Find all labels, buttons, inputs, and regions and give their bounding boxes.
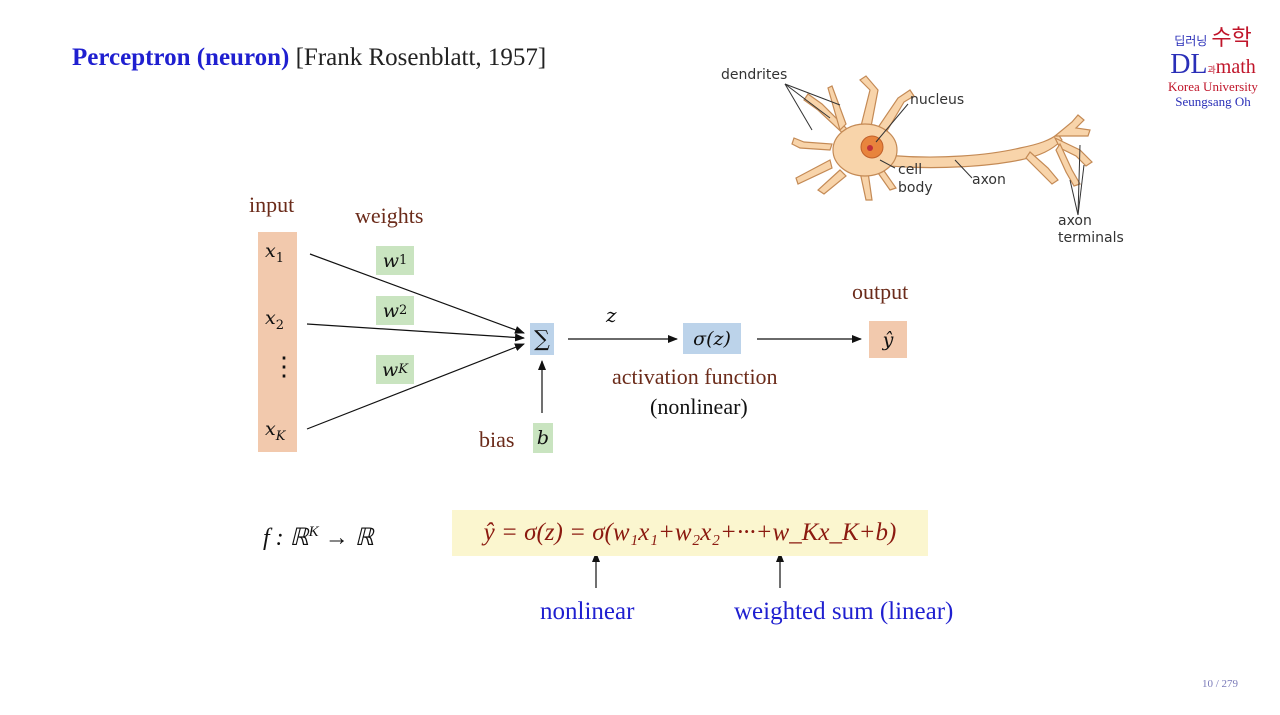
axon-terminals-label-line2: terminals	[1058, 230, 1124, 246]
nonlinear-annotation: nonlinear	[540, 598, 635, 625]
axon-label: axon	[972, 172, 1006, 188]
page-number: 10 / 279	[1202, 678, 1239, 690]
logo-university: Korea University	[1168, 79, 1258, 94]
slide-title: Perceptron (neuron) [Frank Rosenblatt, 1…	[72, 44, 546, 72]
weights-label: weights	[355, 203, 424, 228]
input-x2: x2	[265, 307, 284, 333]
arrow-x1-sum	[309, 253, 525, 334]
neuron-pointer-lines	[784, 83, 1085, 216]
logo-math: math	[1215, 56, 1256, 78]
mapping-formula: f : ℝK → ℝ	[263, 524, 374, 551]
input-x1: x1	[265, 240, 284, 266]
bias-node: b	[533, 423, 553, 453]
logo-korean-math: 수학	[1211, 25, 1252, 50]
body-label: body	[898, 180, 933, 196]
dendrites-label: dendrites	[721, 67, 788, 83]
title-reference: [Frank Rosenblatt, 1957]	[295, 44, 547, 71]
output-node: ŷ	[869, 321, 907, 358]
weighted-sum-annotation: weighted sum (linear)	[734, 598, 954, 625]
axon-terminals-label-line1: axon	[1058, 213, 1092, 229]
logo-korean-top: 딥러닝	[1174, 34, 1208, 48]
cell-label: cell	[898, 162, 923, 178]
nucleus-label: nucleus	[910, 92, 965, 108]
activation-function-label: activation function	[612, 364, 778, 389]
course-logo: 딥러닝 수학 DL과math Korea University Seungsan…	[1158, 20, 1268, 109]
input-xK: xK	[265, 418, 286, 444]
main-formula-box: ŷ = σ(z) = σ(w₁x₁+w₂x₂+···+w_Kx_K+b)	[452, 510, 928, 556]
neuron-illustration	[784, 75, 1093, 216]
z-label: z	[606, 303, 617, 327]
logo-dl: DL	[1170, 49, 1208, 80]
activation-nonlinear-note: (nonlinear)	[650, 394, 748, 419]
sum-node: ∑	[530, 323, 554, 355]
output-label: output	[852, 279, 909, 304]
logo-author: Seungsang Oh	[1175, 94, 1251, 109]
bias-label: bias	[479, 427, 515, 452]
nucleolus-shape	[867, 145, 873, 151]
arrow-xK-sum	[306, 343, 525, 430]
input-label: input	[249, 192, 295, 217]
arrow-x2-sum	[306, 323, 525, 342]
input-ellipsis: ⋮	[271, 352, 297, 382]
main-formula: ŷ = σ(z) = σ(w₁x₁+w₂x₂+···+w_Kx_K+b)	[483, 519, 897, 546]
input-column	[258, 232, 297, 452]
activation-node: σ(z)	[683, 323, 741, 354]
title-main: Perceptron (neuron)	[72, 44, 290, 71]
logo-connector: 과	[1207, 65, 1216, 75]
